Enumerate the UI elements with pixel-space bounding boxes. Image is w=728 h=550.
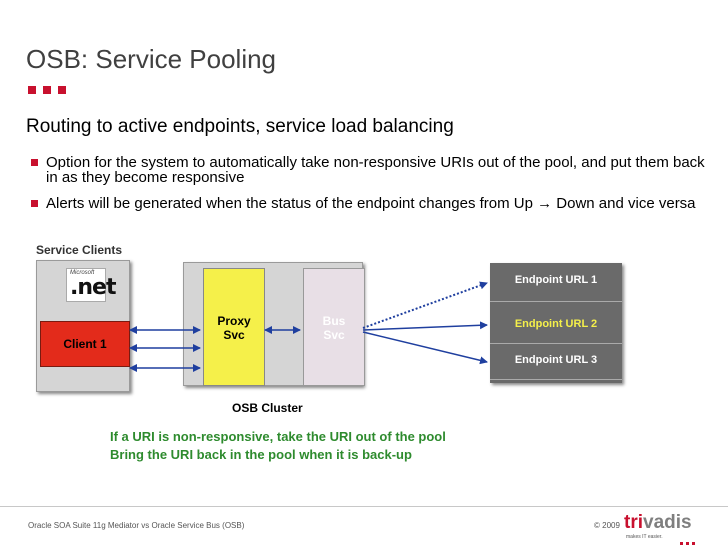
note-remove-uri: If a URI is non-responsive, take the URI…: [110, 429, 446, 444]
endpoint-url-1: Endpoint URL 1: [514, 274, 598, 286]
business-service-label-line1: Bus: [322, 314, 346, 328]
footer-divider: [0, 506, 728, 507]
note-restore-uri: Bring the URI back in the pool when it i…: [110, 447, 412, 462]
dotnet-logo: Microsoft .net: [66, 268, 116, 302]
footer-caption: Oracle SOA Suite 11g Mediator vs Oracle …: [28, 521, 245, 530]
logo-tagline: makes IT easier.: [626, 534, 663, 540]
endpoint-pool-box: Endpoint URL 1 Endpoint URL 2 Endpoint U…: [490, 263, 622, 383]
title-marker-square: [58, 86, 66, 94]
title-marker-square: [28, 86, 36, 94]
proxy-service-label-line2: Svc: [223, 328, 245, 342]
bullet-marker: [31, 159, 38, 166]
logo-dots: [680, 532, 698, 550]
client-1-box: Client 1: [40, 321, 130, 367]
bullet-marker: [31, 200, 38, 207]
title-marker-square: [43, 86, 51, 94]
slide-subtitle: Routing to active endpoints, service loa…: [26, 116, 454, 137]
bullet-text: Alerts will be generated when the status…: [46, 195, 696, 212]
arrow-bus-to-endpoint-2: [362, 321, 488, 331]
bullet-text: Option for the system to automatically t…: [46, 154, 705, 186]
endpoint-divider: [490, 379, 622, 380]
slide-title: OSB: Service Pooling: [26, 44, 277, 74]
business-service-label-line2: Svc: [323, 328, 345, 342]
proxy-service-label-line1: Proxy: [217, 314, 251, 328]
client-1-label: Client 1: [63, 337, 107, 351]
endpoint-divider: [490, 301, 622, 302]
service-clients-label: Service Clients: [36, 243, 123, 257]
arrow-bus-to-endpoint-1: [362, 281, 488, 329]
dotnet-logo-text: .net: [70, 275, 116, 300]
logo-prefix: tri: [624, 512, 643, 533]
arrow-bus-to-endpoint-3: [362, 331, 488, 365]
logo-suffix: vadis: [643, 512, 692, 533]
endpoint-url-2: Endpoint URL 2: [514, 318, 598, 330]
business-service-box: Bus Svc: [303, 268, 365, 386]
endpoint-url-3: Endpoint URL 3: [514, 354, 598, 366]
footer-copyright: © 2009: [594, 521, 620, 530]
trivadis-logo: trivadis makes IT easier.: [624, 512, 692, 540]
osb-cluster-label: OSB Cluster: [232, 401, 303, 415]
dotnet-logo-microsoft-text: Microsoft: [70, 270, 95, 276]
endpoint-divider: [490, 343, 622, 344]
